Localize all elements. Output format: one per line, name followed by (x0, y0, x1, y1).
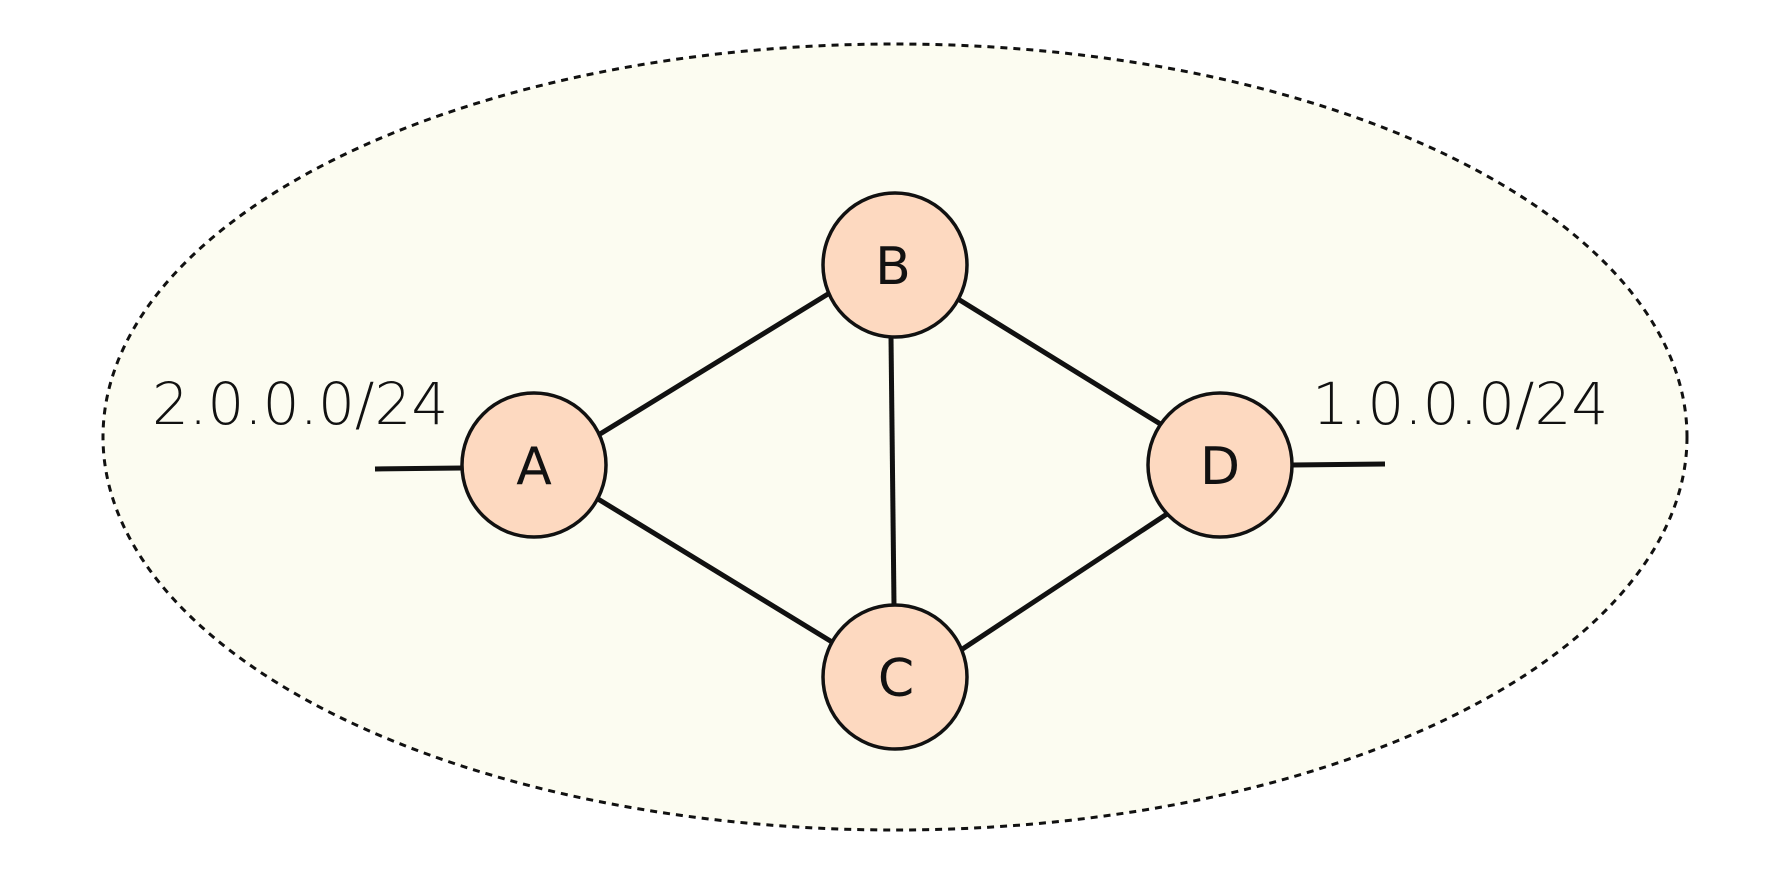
node-d-circle (1146, 391, 1294, 539)
node-d-label: D (1200, 437, 1240, 497)
node-a: A (460, 391, 608, 539)
prefix-label-a: 2.0.0.0/24 (152, 370, 448, 438)
link-b-d (956, 296, 1164, 428)
node-c-circle (821, 603, 969, 751)
node-d: D (1146, 391, 1294, 539)
prefix-stubs (374, 461, 1386, 472)
node-a-circle (460, 391, 608, 539)
node-b-circle (821, 191, 969, 339)
link-b-c (888, 336, 897, 606)
link-c-d (959, 511, 1169, 653)
network-area-boundary (101, 42, 1689, 832)
link-a-b (598, 291, 830, 437)
node-c: C (821, 603, 969, 751)
links (596, 291, 1169, 653)
prefix-label-d: 1.0.0.0/24 (1312, 370, 1608, 438)
node-a-label: A (516, 437, 552, 497)
prefix-stub-a (374, 465, 463, 472)
prefix-stub-d (1291, 461, 1386, 468)
node-c-label: C (878, 649, 914, 709)
node-b: B (821, 191, 969, 339)
link-a-c (596, 496, 834, 645)
node-b-label: B (875, 237, 911, 297)
